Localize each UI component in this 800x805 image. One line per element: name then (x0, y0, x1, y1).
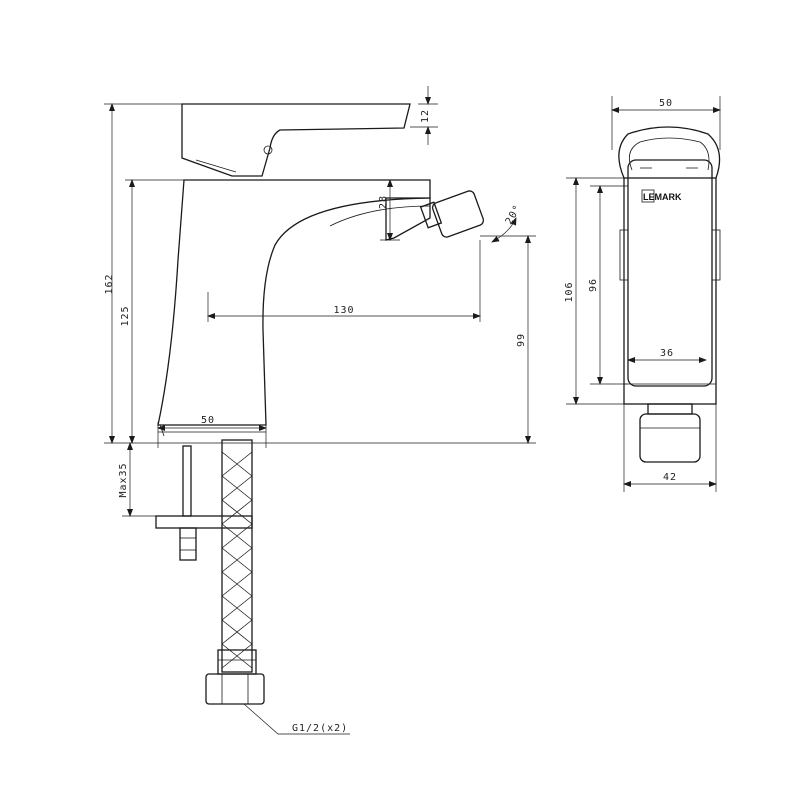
faucet-side-view: LEMARK (618, 126, 721, 463)
dim-max-deck-thickness: Max35 (118, 462, 129, 497)
aerator (431, 190, 485, 238)
brand-logo: LEMARK (643, 192, 682, 202)
faucet-front-view (155, 103, 485, 705)
dim-side-bottom-width: 42 (663, 472, 677, 483)
dim-side-top-width: 50 (659, 98, 673, 109)
label-connection-thread: G1/2(x2) (292, 723, 348, 734)
dim-lever-thickness: 12 (420, 109, 431, 123)
dim-body-height: 125 (120, 305, 131, 326)
dim-side-height-outer: 106 (564, 281, 575, 302)
side-aerator (639, 413, 701, 463)
dim-spout-reach: 130 (333, 305, 354, 316)
dim-base-width: 50 (201, 415, 215, 426)
lever-handle (181, 103, 411, 177)
dim-outlet-height: 99 (516, 333, 527, 347)
dim-outlet-drop: 28 (378, 195, 389, 209)
side-dimensions: 50 106 96 36 42 (564, 96, 721, 492)
mounting-nut (179, 527, 197, 561)
dim-swivel-angle: 20° (504, 203, 524, 227)
front-dimensions: 162 125 12 28 20° 130 99 50 Max35 G1/2(x… (104, 86, 536, 735)
mounting-stud (182, 445, 192, 517)
dim-side-height-inner: 96 (588, 278, 599, 292)
dim-side-inner-width: 36 (660, 348, 674, 359)
dim-overall-height: 162 (104, 273, 115, 294)
side-lever-cap (618, 126, 721, 179)
braided-hose (221, 439, 253, 673)
faucet-body (157, 179, 431, 426)
hex-nut (205, 673, 265, 705)
spout-outlet (385, 197, 431, 241)
side-body (623, 177, 717, 405)
